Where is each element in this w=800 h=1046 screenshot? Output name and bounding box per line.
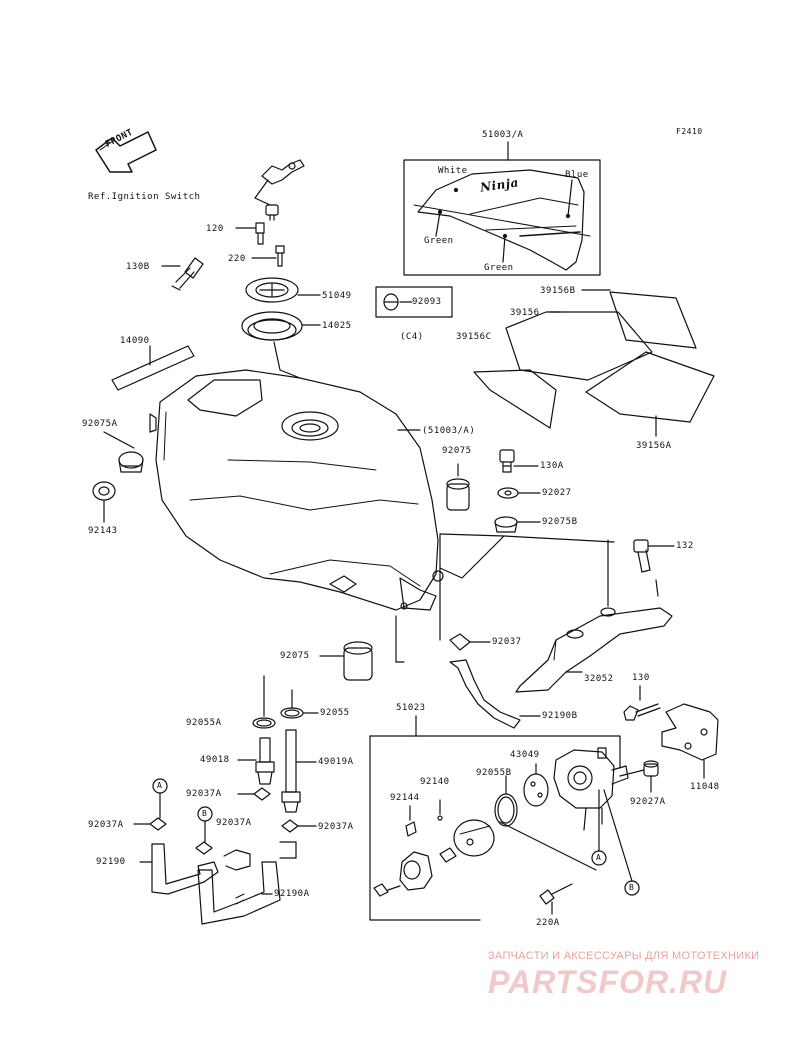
part-label-92037a-c: 92037A xyxy=(216,818,252,828)
part-label-92037a-b: 92037A xyxy=(88,820,124,830)
watermark-tagline: ЗАПЧАСТИ И АКСЕССУАРЫ ДЛЯ МОТОТЕХНИКИ xyxy=(488,950,760,962)
part-label-92037a-d: 92037A xyxy=(318,822,354,832)
fitting-49018-icon xyxy=(237,737,275,785)
pad-label-39156b: 39156B xyxy=(540,286,576,296)
part-label-220a: 220A xyxy=(536,918,560,928)
pad-label-39156a: 39156A xyxy=(636,441,672,451)
part-label-51049: 51049 xyxy=(322,291,352,301)
part-label-132: 132 xyxy=(676,541,694,551)
hose-92190a-icon xyxy=(197,841,297,925)
fuel-tank-51003 xyxy=(155,369,444,611)
part-label-92037a-a: 92037A xyxy=(186,789,222,799)
part-label-92144: 92144 xyxy=(390,793,420,803)
bolt-130a-icon xyxy=(499,449,539,473)
part-label-11048: 11048 xyxy=(690,782,720,792)
part-label-92140: 92140 xyxy=(420,777,450,787)
screw-220-icon xyxy=(251,245,285,267)
part-label-49019a: 49019A xyxy=(318,757,354,767)
o-ring-92055-icon xyxy=(280,689,319,719)
part-label-92075b: 92075B xyxy=(542,517,578,527)
ref-ignition-switch-label: Ref.Ignition Switch xyxy=(88,192,201,202)
decal-green2-label: Green xyxy=(484,263,514,273)
decal-part-label: 51003/A xyxy=(482,130,524,140)
decal-box xyxy=(403,141,601,276)
part-label-92075-mid: 92075 xyxy=(280,651,310,661)
part-label-51023: 51023 xyxy=(396,703,426,713)
callout-circles xyxy=(152,778,640,896)
callout-b1-label: B xyxy=(202,809,208,818)
callout-a1-label: A xyxy=(157,781,163,790)
part-label-92093: 92093 xyxy=(412,297,442,307)
decal-white-label: White xyxy=(438,166,468,176)
o-ring-92055b-icon xyxy=(494,775,518,827)
part-label-220: 220 xyxy=(228,254,246,264)
part-label-92143: 92143 xyxy=(88,526,118,536)
part-label-92190b: 92190B xyxy=(542,711,578,721)
part-label-130b: 130B xyxy=(126,262,150,272)
part-label-92027a: 92027A xyxy=(630,797,666,807)
decal-strip-14090 xyxy=(111,345,195,391)
ring-14025-icon xyxy=(241,311,321,379)
small-screws-icon xyxy=(405,799,443,837)
part-label-14025: 14025 xyxy=(322,321,352,331)
bracket-32052-icon xyxy=(439,533,673,693)
part-label-c4: (C4) xyxy=(400,332,424,342)
part-label-43049: 43049 xyxy=(510,750,540,760)
lever-plate-icon xyxy=(439,819,495,863)
part-label-14090: 14090 xyxy=(120,336,150,346)
pad-label-39156: 39156 xyxy=(510,308,540,318)
decal-green1-label: Green xyxy=(424,236,454,246)
grommet-92075a-icon xyxy=(103,413,157,473)
screw-120-icon xyxy=(235,204,279,245)
hose-92190-icon xyxy=(139,843,251,895)
clip-92037a-icons xyxy=(133,787,317,855)
o-ring-92055a-icon xyxy=(252,717,276,729)
ignition-key-icon xyxy=(254,159,305,206)
part-label-92037: 92037 xyxy=(492,637,522,647)
hose-92190b-icon xyxy=(449,659,541,729)
knob-icon xyxy=(373,851,433,897)
fuel-cock-valve-icon xyxy=(553,747,629,831)
part-label-130: 130 xyxy=(632,673,650,683)
part-label-92190a: 92190A xyxy=(274,889,310,899)
screw-220a-icon xyxy=(539,883,573,915)
tank-pads xyxy=(473,289,715,437)
pad-label-39156c: 39156C xyxy=(456,332,492,342)
bolt-132-icon xyxy=(633,539,675,597)
part-label-92027: 92027 xyxy=(542,488,572,498)
fuel-cap-51049-icon xyxy=(245,277,321,303)
part-label-92075a: 92075A xyxy=(82,419,118,429)
part-label-49018: 49018 xyxy=(200,755,230,765)
part-label-92190: 92190 xyxy=(96,857,126,867)
bushing-92027a-icon xyxy=(619,760,659,793)
bolt-130-icon xyxy=(623,685,661,721)
gasket-43049-icon xyxy=(523,763,549,807)
part-label-92055: 92055 xyxy=(320,708,350,718)
part-label-120: 120 xyxy=(206,224,224,234)
damper-92075-mid-icon xyxy=(263,615,405,717)
figure-code: F2410 xyxy=(676,127,703,136)
callout-a2-label: A xyxy=(596,853,602,862)
front-arrow-icon xyxy=(95,131,157,173)
part-label-92055b: 92055B xyxy=(476,768,512,778)
part-label-32052: 32052 xyxy=(584,674,614,684)
bolt-130b-icon xyxy=(161,257,204,291)
washer-92027-icon xyxy=(497,487,541,499)
fitting-49019a-icon xyxy=(281,729,317,813)
grommet-92075b-icon xyxy=(494,516,541,533)
watermark-brand: PARTSFOR.RU xyxy=(488,964,728,1000)
fuel-cock-box-51023 xyxy=(369,715,621,921)
part-label-130a: 130A xyxy=(540,461,564,471)
grommet-92143-icon xyxy=(92,481,116,523)
decal-blue-label: Blue xyxy=(565,170,589,180)
part-label-51003a-ref: (51003/A) xyxy=(422,426,476,436)
bracket-11048-icon xyxy=(661,703,719,779)
damper-92075-top-icon xyxy=(446,463,470,511)
part-label-92075-top: 92075 xyxy=(442,446,472,456)
nut-92093-box xyxy=(375,286,453,318)
part-label-92055a: 92055A xyxy=(186,718,222,728)
callout-b2-label: B xyxy=(629,883,635,892)
clip-92037-icon xyxy=(449,633,491,651)
